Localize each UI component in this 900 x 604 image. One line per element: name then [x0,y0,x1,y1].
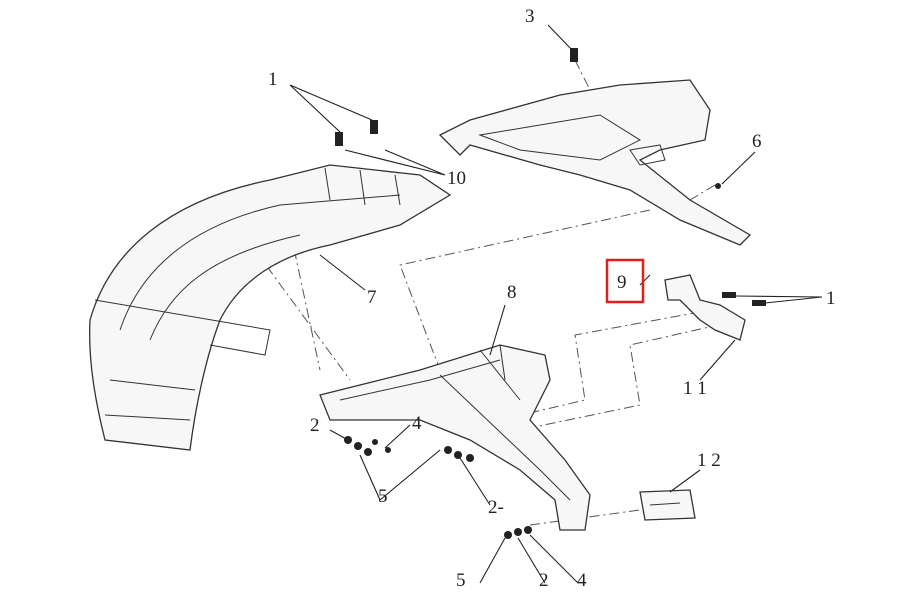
leader-lines [289,24,823,584]
callout-9: 9 [617,272,627,293]
callout-5: 5 [378,486,388,507]
callout-12: 1 2 [697,450,721,471]
callout-2c: 2 [539,570,549,591]
bracket-part-8 [319,344,591,531]
callout-6: 6 [752,131,762,152]
callout-1: 1 [268,69,278,90]
fasteners [335,48,766,539]
callout-2b: 2- [488,497,504,518]
highlight-box [605,258,645,304]
callout-5b: 5 [456,570,466,591]
callout-1b: 1 [826,288,836,309]
callout-10: 10 [447,168,466,189]
bracket-part-11 [664,274,746,341]
plate-part-12 [639,489,696,521]
callout-4: 4 [412,413,422,434]
callout-8: 8 [507,282,517,303]
callout-2: 2 [310,415,320,436]
callout-11: 1 1 [683,378,707,399]
fender-part-7 [89,164,452,451]
callout-3: 3 [525,6,535,27]
bracket-part-9 [438,79,752,246]
callouts: 1 3 6 10 7 8 9 1 1 1 2 4 5 2- 1 2 5 2 4 [268,6,836,591]
callout-7: 7 [367,287,377,308]
callout-4b: 4 [577,570,587,591]
